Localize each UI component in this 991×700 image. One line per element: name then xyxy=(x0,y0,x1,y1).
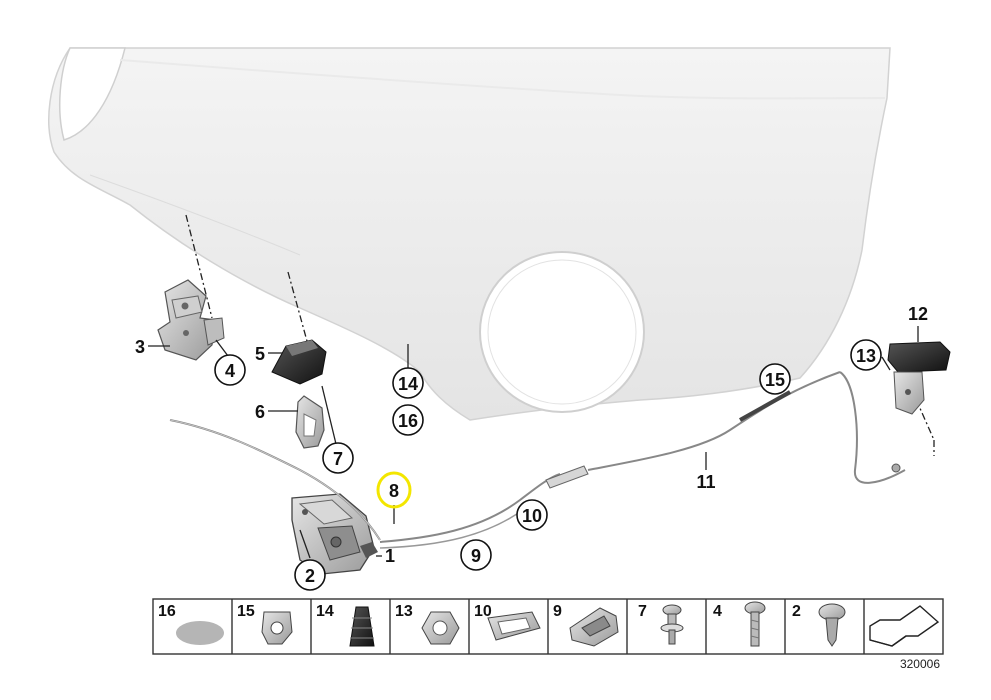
strip-cell-16: 16 xyxy=(158,603,224,645)
callout-label: 10 xyxy=(522,506,542,526)
callout-label: 12 xyxy=(908,304,928,324)
diagram-reference-code: 320006 xyxy=(900,657,940,671)
strip-label: 2 xyxy=(792,603,801,620)
strip-cell-7: 7 xyxy=(638,603,684,645)
release-handle xyxy=(887,341,951,415)
release-cables xyxy=(169,371,906,549)
torx-screw-icon xyxy=(818,603,846,647)
cable-clip-icon xyxy=(261,611,293,645)
callout-label: 13 xyxy=(856,346,876,366)
callout-label: 8 xyxy=(389,481,399,501)
callout-circle xyxy=(850,339,882,371)
strip-label: 15 xyxy=(237,603,255,620)
callout-label: 6 xyxy=(255,402,265,422)
direction-arrow-icon xyxy=(869,605,940,647)
callout-label: 5 xyxy=(255,344,265,364)
callout-label: 7 xyxy=(333,449,343,469)
callout-leader-lines xyxy=(148,326,919,559)
engine-hood xyxy=(48,47,891,421)
callout-circle xyxy=(392,367,424,399)
callout-label: 15 xyxy=(765,370,785,390)
callout-circle xyxy=(460,539,492,571)
strip-cell-2: 2 xyxy=(792,603,846,647)
hex-nut-icon xyxy=(421,611,460,645)
screw-washer-icon xyxy=(660,604,684,645)
bracket-clip-icon xyxy=(569,607,619,647)
callout-label: 3 xyxy=(135,337,145,357)
hood-hinge xyxy=(157,279,225,361)
callout-label: 11 xyxy=(696,472,715,492)
callout-label: 9 xyxy=(471,546,481,566)
callout-circle xyxy=(759,363,791,395)
strip-label: 14 xyxy=(316,603,334,620)
strip-cell-14: 14 xyxy=(316,603,375,647)
strip-cell-13: 13 xyxy=(395,603,460,645)
strip-cell-10: 10 xyxy=(474,603,541,641)
callout-label: 14 xyxy=(398,374,418,394)
callout-circle xyxy=(322,442,354,474)
callout-label: 2 xyxy=(305,566,315,586)
strip-label: 10 xyxy=(474,603,492,620)
callout-circle xyxy=(516,499,548,531)
strip-cell-4: 4 xyxy=(713,601,766,647)
hood-buffer xyxy=(271,339,327,385)
strip-label: 4 xyxy=(713,603,722,620)
callout-label: 16 xyxy=(398,411,418,431)
strip-label: 13 xyxy=(395,603,413,620)
strip-label: 7 xyxy=(638,603,647,620)
parts-strip: 16 15 14 13 xyxy=(152,598,944,655)
highlight-marker xyxy=(376,471,412,509)
hex-bolt-icon xyxy=(744,601,766,647)
rubber-buffer-icon xyxy=(349,606,375,647)
strip-cell-9: 9 xyxy=(553,603,619,647)
strip-label: 16 xyxy=(158,603,176,620)
assembly-guide-lines xyxy=(185,214,935,456)
strip-label: 9 xyxy=(553,603,562,620)
callout-circle xyxy=(214,354,246,386)
strip-cell-direction xyxy=(869,605,940,647)
hood-lock xyxy=(291,493,378,575)
felt-pad-icon xyxy=(176,621,224,645)
callout-label: 4 xyxy=(225,361,235,381)
strip-cell-15: 15 xyxy=(237,603,293,645)
cable-holder-icon xyxy=(487,611,541,641)
callout-circle xyxy=(392,404,424,436)
callouts: 1 2 3 4 5 6 7 8 9 10 11 12 13 14 xyxy=(135,304,928,591)
callout-label: 1 xyxy=(385,546,395,566)
callout-circle xyxy=(294,559,326,591)
safety-catch-bracket xyxy=(295,395,325,449)
